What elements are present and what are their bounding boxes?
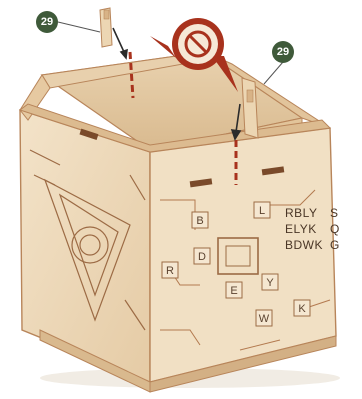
part-29-left bbox=[100, 8, 112, 47]
side-letter-3: G bbox=[330, 238, 340, 252]
leader-right bbox=[264, 62, 283, 84]
tile-label-k: K bbox=[298, 303, 306, 315]
tile-label-r: R bbox=[166, 265, 174, 277]
step-badge-right: 29 bbox=[272, 41, 294, 63]
part-29-right bbox=[242, 78, 258, 138]
step-badge-left: 29 bbox=[36, 11, 58, 33]
leader-left bbox=[58, 22, 100, 32]
tile-label-e: E bbox=[230, 285, 237, 297]
code-line-2: ELYK bbox=[285, 222, 317, 236]
tile-label-b: B bbox=[196, 215, 203, 227]
code-line-1: RBLY bbox=[285, 206, 317, 220]
tile-label-w: W bbox=[259, 313, 270, 325]
code-line-3: BDWK bbox=[285, 238, 323, 252]
tile-label-l: L bbox=[259, 205, 265, 217]
left-panel bbox=[20, 110, 150, 382]
side-letter-2: Q bbox=[330, 222, 340, 236]
tile-label-d: D bbox=[198, 251, 206, 263]
side-letter-1: S bbox=[330, 206, 339, 220]
tile-label-y: Y bbox=[266, 277, 274, 289]
